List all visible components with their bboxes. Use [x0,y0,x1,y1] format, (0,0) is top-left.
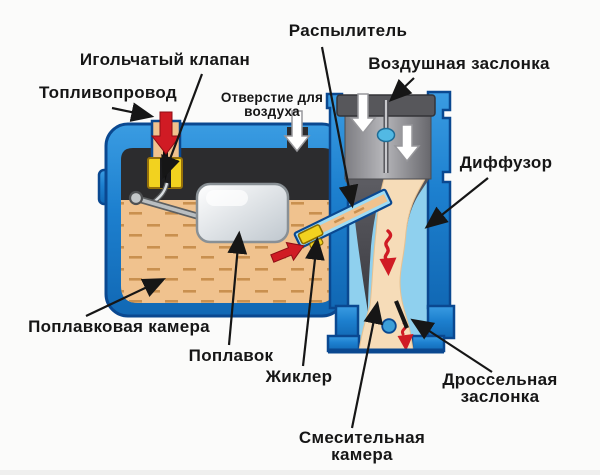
image-bottom-edge [0,470,600,475]
float-lever [128,182,205,222]
label-mixing-chamber-line1: Смесительная [298,428,426,447]
label-float: Поплавок [188,346,274,365]
lever-arm [137,197,205,220]
label-air-hole: Отверстие для воздуха [221,91,323,119]
mixture-flow-arrow-icon [379,229,397,276]
label-fuel-line: Топливопровод [39,83,177,102]
leader-float [227,230,248,346]
air-horn [336,93,436,180]
fuel-inlet-arrow-icon [150,111,182,155]
label-sprayer: Распылитель [288,21,408,40]
label-throttle-line2: заслонка [460,387,540,407]
air-flow-arrow-right-icon [393,124,421,163]
leader-mixing-chamber [350,300,383,429]
float [195,182,290,244]
leader-throttle [410,318,493,373]
leader-air-damper [388,77,415,103]
leader-diffuser [424,177,489,229]
label-mixing-chamber: Смесительная камера [299,429,425,464]
label-jet: Жиклер [265,367,333,386]
float-highlight [206,190,248,206]
label-diffuser: Диффузор [459,153,553,172]
label-needle-valve: Игольчатый клапан [79,50,251,69]
jet-flow-arrow-icon [270,241,305,263]
leader-sprayer [320,46,359,209]
label-throttle: Дроссельная заслонка [442,371,557,406]
air-flow-arrow-left-icon [349,93,377,135]
float-chamber [97,111,346,318]
label-mixing-chamber-line2: камера [331,445,393,465]
label-air-hole-line1: Отверстие для [220,90,324,105]
choke-shaft [376,127,396,143]
label-air-damper: Воздушная заслонка [368,54,550,73]
sprayer-dash1 [333,216,345,224]
throttle-plate [394,300,409,329]
leader-needle-valve [161,73,204,180]
barrel-base-line [328,348,444,354]
label-air-hole-line2: воздуха [244,103,300,119]
label-leaders [85,46,493,429]
lever-pivot [128,190,144,206]
label-float-chamber: Поплавковая камера [28,317,210,336]
leader-fuel-line [111,102,155,122]
base-flange [326,304,456,353]
sprayer-dash2 [353,206,365,214]
label-throttle-line1: Дроссельная [442,370,558,389]
throttle-shaft [381,318,397,334]
vent-air-arrow-icon [283,110,311,153]
leader-float-chamber [85,278,166,317]
leader-jet [301,236,325,367]
